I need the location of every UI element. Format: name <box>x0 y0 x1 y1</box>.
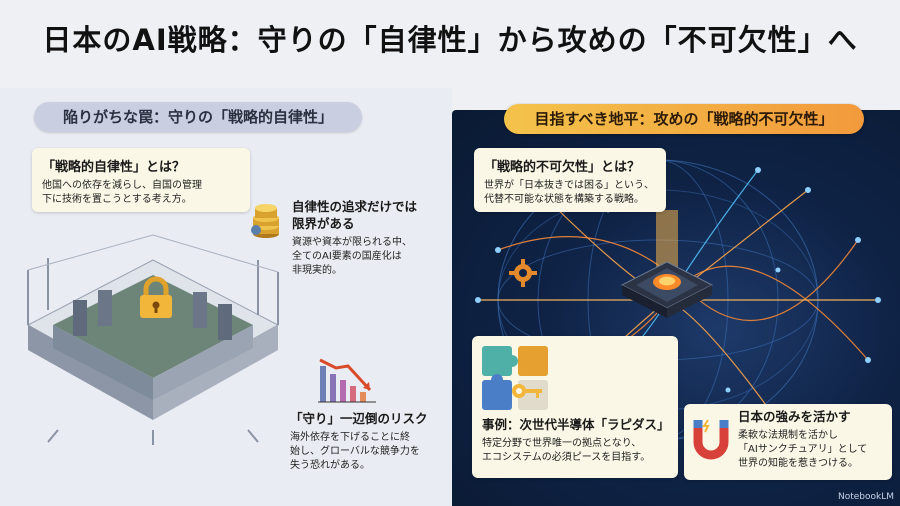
limits-heading-2: 限界がある <box>292 216 355 231</box>
lock-icon <box>140 276 172 318</box>
limits-block: 自律性の追求だけでは 限界がある 資源や資本が限られる中、 全てのAI要素の国産… <box>292 198 442 278</box>
risk-body-1: 海外依存を下げることに終 <box>290 432 410 443</box>
strength-heading: 日本の強みを活かす <box>738 409 851 424</box>
indispensable-card-heading: 「戦略的不可欠性」とは？ <box>484 160 641 175</box>
risk-heading: 「守り」一辺倒のリスク <box>290 411 428 426</box>
strength-body-3: 世界の知能を惹きつける。 <box>738 458 858 469</box>
limits-body-2: 全てのAI要素の国産化は <box>292 251 402 262</box>
limits-heading-1: 自律性の追求だけでは <box>292 199 418 214</box>
rapidus-text: 事例：次世代半導体「ラピダス」 特定分野で世界唯一の拠点となり、 エコシステムの… <box>482 416 678 465</box>
risk-body-2: 始し、グローバルな競争力を <box>290 446 420 457</box>
chip-icon <box>620 210 714 318</box>
coins-icon <box>251 204 279 238</box>
autonomy-card-heading: 「戦略的自律性」とは？ <box>42 160 186 175</box>
limits-body-3: 非現実的。 <box>292 265 342 276</box>
autonomy-card-body-1: 他国への依存を減らし、自国の管理 <box>42 180 202 191</box>
key-icon <box>512 384 542 398</box>
magnet-icon <box>693 419 729 460</box>
rapidus-body-1: 特定分野で世界唯一の拠点となり、 <box>482 438 642 449</box>
locked-fortress-illustration <box>26 234 280 445</box>
indispensable-card-body-2: 代替不可能な状態を構築する戦略。 <box>484 194 644 205</box>
rapidus-heading: 事例：次世代半導体「ラピダス」 <box>482 417 670 432</box>
risk-body-3: 失う恐れがある。 <box>290 460 370 471</box>
risk-block: 「守り」一辺倒のリスク 海外依存を下げることに終 始し、グローバルな競争力を 失… <box>290 410 450 473</box>
limits-body-1: 資源や資本が限られる中、 <box>292 237 412 248</box>
gear-icon <box>509 259 537 287</box>
chart-down-icon <box>318 358 376 403</box>
brand-watermark: NotebookLM <box>837 492 894 502</box>
autonomy-card-body-2: 下に技術を置こうとする考え方。 <box>42 194 192 205</box>
strength-card <box>684 404 892 480</box>
puzzle-icon <box>482 346 548 410</box>
strength-body-1: 柔軟な法規制を活かし <box>738 430 838 441</box>
left-section-pill: 陥りがちな罠：守りの「戦略的自律性」 <box>34 102 362 132</box>
page-title: 日本のAI戦略：守りの「自律性」から攻めの「不可欠性」へ <box>42 23 858 57</box>
strength-text: 日本の強みを活かす 柔軟な法規制を活かし 「AIサンクチュアリ」として 世界の知… <box>738 408 890 471</box>
indispensable-definition-card: 「戦略的不可欠性」とは？ 世界が「日本抜きでは困る」という、 代替不可能な状態を… <box>474 148 666 212</box>
right-section-pill: 目指すべき地平：攻めの「戦略的不可欠性」 <box>504 104 864 134</box>
indispensable-card-body-1: 世界が「日本抜きでは困る」という、 <box>484 180 654 191</box>
autonomy-definition-card: 「戦略的自律性」とは？ 他国への依存を減らし、自国の管理 下に技術を置こうとする… <box>32 148 250 212</box>
rapidus-body-2: エコシステムの必須ピースを目指す。 <box>482 452 651 463</box>
strength-body-2: 「AIサンクチュアリ」として <box>738 444 868 455</box>
